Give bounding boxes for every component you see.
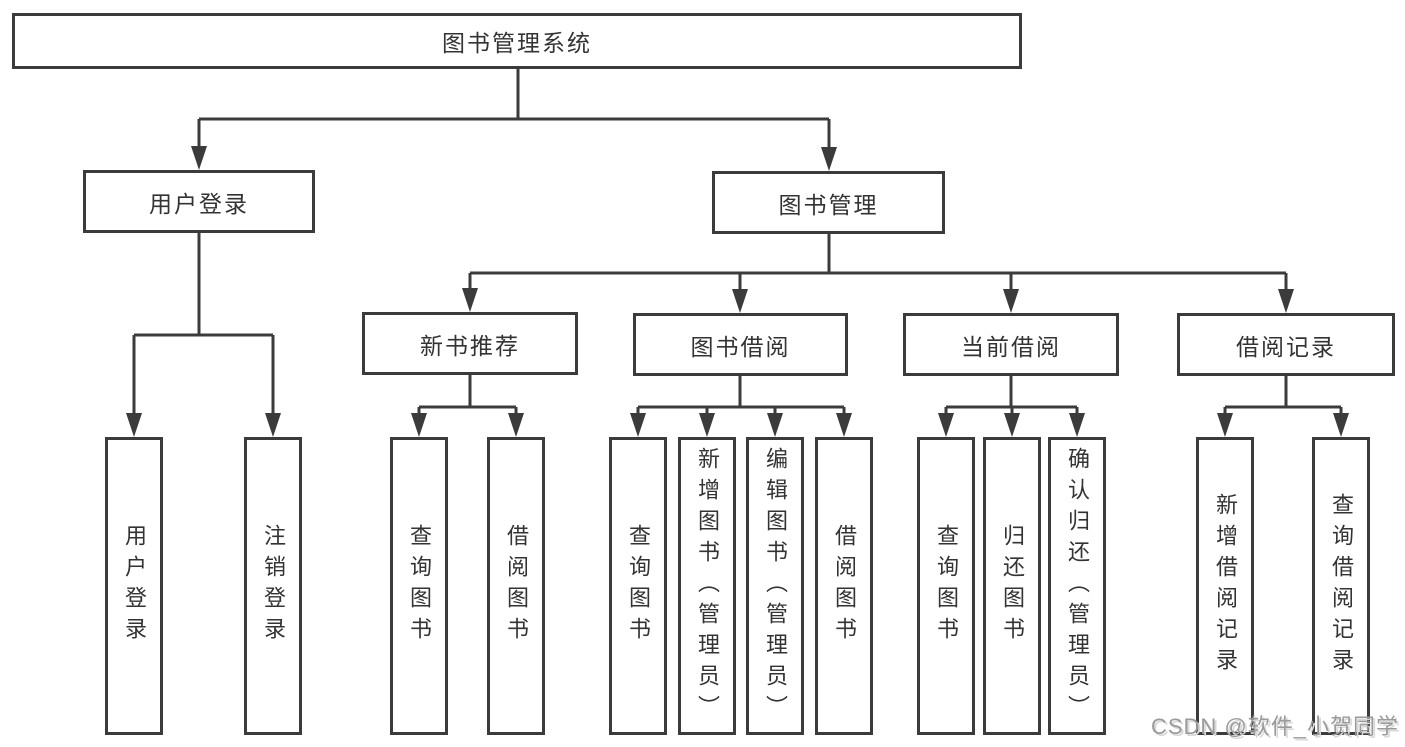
leaf-label: 借阅图书 xyxy=(504,524,529,648)
arrowhead xyxy=(1003,289,1019,313)
node-current-borrow: 当前借阅 xyxy=(903,313,1119,376)
leaf-label: 新增图书（管理员） xyxy=(695,446,720,726)
leaf-label: 查询图书 xyxy=(934,524,959,648)
leaf-borrow-books-recommend: 借阅图书 xyxy=(487,437,545,735)
leaf-query-borrow-record: 查询借阅记录 xyxy=(1312,437,1370,735)
arrowhead xyxy=(462,288,478,312)
leaf-add-books-admin: 新增图书（管理员） xyxy=(678,437,736,735)
node-book-management: 图书管理 xyxy=(712,171,945,234)
arrowhead xyxy=(821,147,837,171)
leaf-label: 归还图书 xyxy=(1000,524,1025,648)
arrowhead xyxy=(767,413,783,437)
leaf-label: 查询图书 xyxy=(407,524,432,648)
leaf-add-borrow-record: 新增借阅记录 xyxy=(1196,437,1254,735)
leaf-edit-books-admin: 编辑图书（管理员） xyxy=(746,437,804,735)
csdn-watermark: CSDN @软件_小贺同学 xyxy=(1150,714,1399,739)
leaf-user-login: 用户登录 xyxy=(105,437,163,735)
leaf-label: 编辑图书（管理员） xyxy=(763,446,788,726)
arrowhead xyxy=(508,413,524,437)
arrowhead xyxy=(265,413,281,437)
arrowhead xyxy=(630,413,646,437)
leaf-label: 查询借阅记录 xyxy=(1329,493,1354,679)
leaf-label: 注销登录 xyxy=(261,524,286,648)
arrowhead xyxy=(732,289,748,313)
arrowhead xyxy=(1004,413,1020,437)
leaf-label: 确认归还（管理员） xyxy=(1065,446,1090,726)
arrowhead xyxy=(1069,413,1085,437)
leaf-query-books-current: 查询图书 xyxy=(917,437,975,735)
leaf-borrow-books: 借阅图书 xyxy=(815,437,873,735)
node-borrow-records: 借阅记录 xyxy=(1177,313,1395,376)
node-root: 图书管理系统 xyxy=(12,13,1022,69)
arrowhead xyxy=(938,413,954,437)
leaf-query-books-recommend: 查询图书 xyxy=(390,437,448,735)
node-user-login: 用户登录 xyxy=(83,170,315,233)
arrowhead xyxy=(191,146,207,170)
leaf-confirm-return-admin: 确认归还（管理员） xyxy=(1048,437,1106,735)
arrowhead xyxy=(1278,289,1294,313)
arrowhead xyxy=(1217,413,1233,437)
arrowhead xyxy=(411,413,427,437)
leaf-return-books: 归还图书 xyxy=(983,437,1041,735)
leaf-label: 借阅图书 xyxy=(832,524,857,648)
leaf-label: 新增借阅记录 xyxy=(1213,493,1238,679)
node-book-borrow: 图书借阅 xyxy=(633,313,848,376)
arrowhead xyxy=(836,413,852,437)
leaf-query-books-borrow: 查询图书 xyxy=(609,437,667,735)
arrowhead xyxy=(1333,413,1349,437)
leaf-logout: 注销登录 xyxy=(244,437,302,735)
arrowhead xyxy=(126,413,142,437)
leaf-label: 查询图书 xyxy=(626,524,651,648)
node-new-book-recommend: 新书推荐 xyxy=(362,312,578,375)
arrowhead xyxy=(699,413,715,437)
leaf-label: 用户登录 xyxy=(122,524,147,648)
